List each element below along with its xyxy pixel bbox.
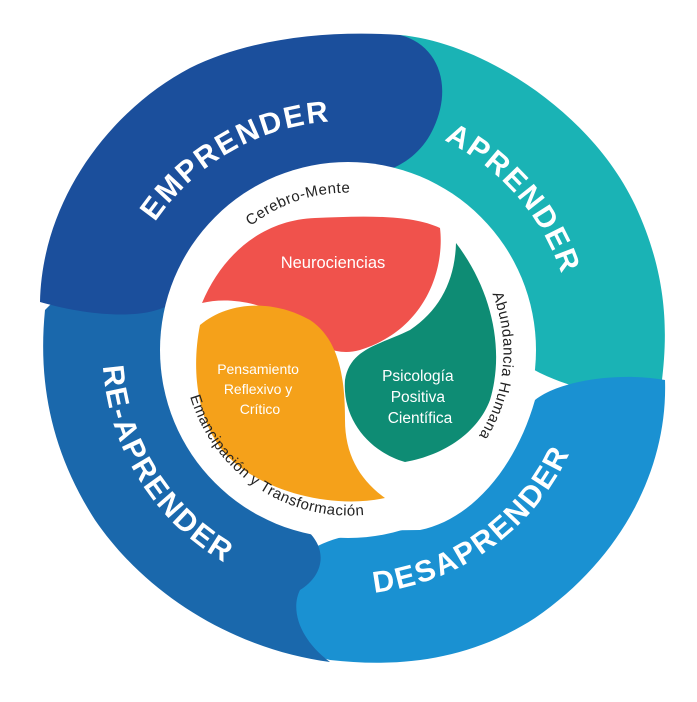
petal-pensamiento — [196, 305, 385, 502]
label-neurociencias: Neurociencias — [281, 254, 386, 272]
petal-neurociencias — [202, 216, 441, 352]
petal-psicologia — [344, 243, 497, 462]
label-psicologia: Psicología Positiva Científica — [382, 368, 458, 427]
ring-segment-reaprender — [43, 290, 330, 662]
ring-segment-desaprender — [287, 376, 666, 663]
ring-segment-aprender — [367, 35, 665, 396]
ring-segment-emprender — [40, 33, 443, 315]
label-pensamiento: Pensamiento Reflexivo y Crítico — [217, 361, 303, 417]
